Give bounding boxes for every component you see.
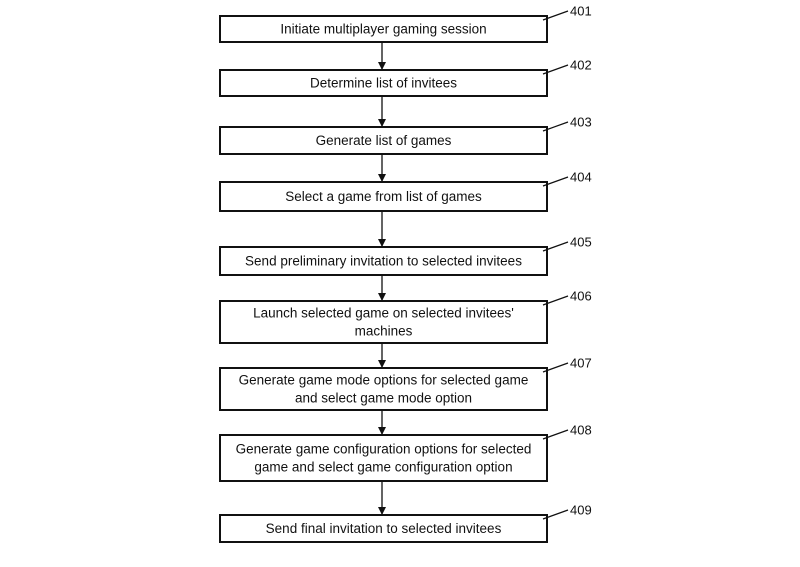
step-label: Generate game configuration options for … [236,442,532,457]
step-label: Generate list of games [316,133,452,148]
step-label: Launch selected game on selected invitee… [253,306,514,321]
step-box [219,126,548,155]
reference-numeral: 401 [570,4,592,19]
step-label: and select game mode option [295,391,472,406]
step-box [219,69,548,97]
step-407: Generate game mode options for selected … [219,356,592,411]
step-label: Send final invitation to selected invite… [266,521,502,536]
reference-numeral: 409 [570,503,592,518]
reference-numeral: 404 [570,170,592,185]
reference-numeral: 408 [570,423,592,438]
step-408: Generate game configuration options for … [219,423,592,482]
reference-leader-line [542,64,569,75]
step-label: Determine list of invitees [310,76,457,91]
step-403: Generate list of games 403 [219,115,592,155]
reference-leader-line [542,362,569,373]
reference-leader-line [542,429,569,440]
step-label: Select a game from list of games [285,189,482,204]
step-label: Generate game mode options for selected … [239,373,529,388]
reference-leader-line [542,10,569,21]
step-box [219,300,548,344]
reference-leader-line [542,295,569,306]
step-box [219,15,548,43]
reference-leader-line [542,176,569,187]
step-label: Initiate multiplayer gaming session [280,22,486,37]
reference-numeral: 406 [570,289,592,304]
reference-numeral: 405 [570,235,592,250]
reference-leader-line [542,509,569,520]
step-401: Initiate multiplayer gaming session 401 [219,4,592,43]
reference-leader-line [542,241,569,252]
reference-leader-line [542,121,569,132]
step-label: Send preliminary invitation to selected … [245,254,522,269]
step-label: machines [355,324,413,339]
step-box [219,434,548,482]
step-box [219,367,548,411]
step-402: Determine list of invitees 402 [219,58,592,97]
step-405: Send preliminary invitation to selected … [219,235,592,276]
step-406: Launch selected game on selected invitee… [219,289,592,344]
step-409: Send final invitation to selected invite… [219,503,592,543]
step-box [219,514,548,543]
step-box [219,181,548,212]
step-404: Select a game from list of games 404 [219,170,592,212]
reference-numeral: 403 [570,115,592,130]
step-box [219,246,548,276]
reference-numeral: 407 [570,356,592,371]
reference-numeral: 402 [570,58,592,73]
step-label: game and select game configuration optio… [254,460,512,475]
